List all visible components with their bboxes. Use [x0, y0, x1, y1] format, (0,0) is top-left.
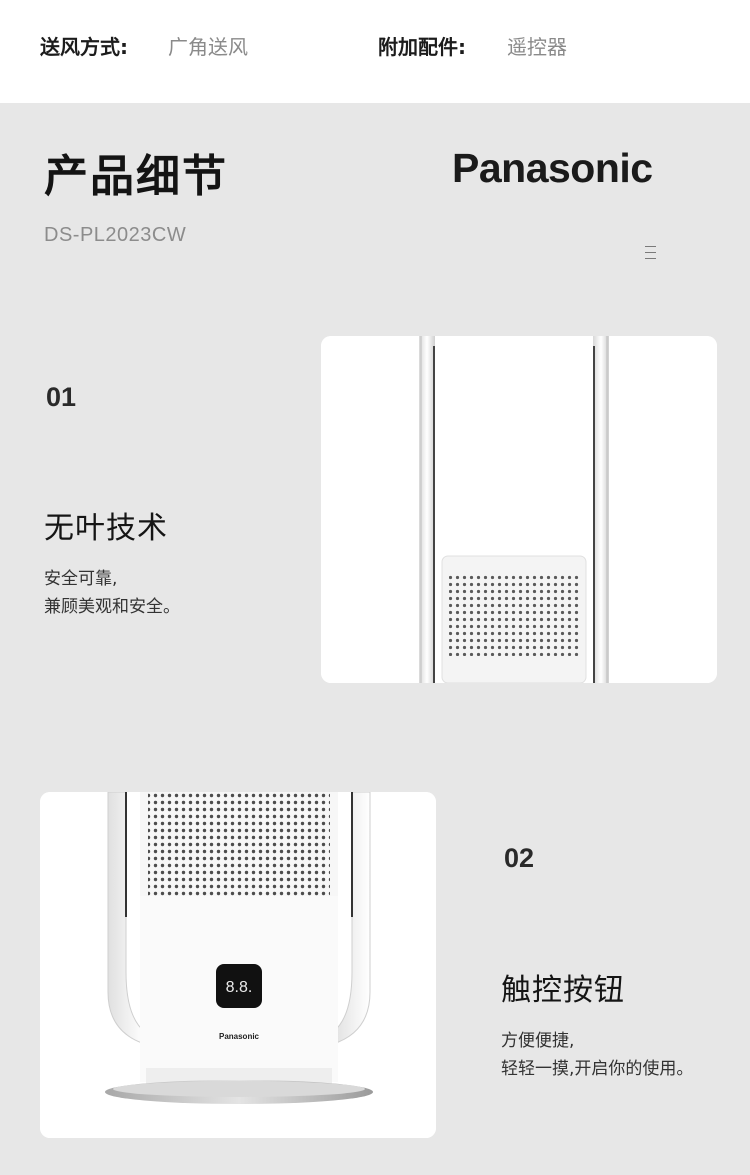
feature-description: 安全可靠, 兼顾美观和安全。: [44, 565, 180, 621]
bladeless-photo: [321, 336, 717, 683]
feature-number: 01: [46, 382, 77, 412]
brand-logo: Panasonic: [452, 145, 653, 191]
feature-desc-line: 方便便捷,: [501, 1031, 575, 1051]
touch-control-photo: 8.8. Panasonic: [40, 792, 436, 1138]
feature-desc-line: 兼顾美观和安全。: [44, 597, 180, 617]
feature-desc-line: 安全可靠,: [44, 569, 118, 589]
feature-desc-line: 轻轻一摸,开启你的使用。: [501, 1059, 694, 1079]
accessory-value: 遥控器: [507, 35, 567, 59]
feature-title: 触控按钮: [501, 973, 625, 1008]
feature-description: 方便便捷, 轻轻一摸,开启你的使用。: [501, 1027, 693, 1083]
accessory-label: 附加配件:: [378, 35, 466, 59]
device-logo: Panasonic: [219, 1032, 260, 1041]
display-reading: 8.8.: [226, 979, 253, 996]
fan-mode-value: 广角送风: [168, 35, 248, 59]
fan-mode-label: 送风方式:: [40, 35, 128, 59]
feature-title: 无叶技术: [44, 511, 168, 546]
spec-bar: 送风方式: 广角送风 附加配件: 遥控器: [0, 0, 750, 103]
page-title: 产品细节: [44, 151, 228, 202]
model-number: DS-PL2023CW: [44, 224, 187, 246]
feature-number: 02: [504, 843, 535, 873]
menu-icon[interactable]: [645, 246, 656, 259]
